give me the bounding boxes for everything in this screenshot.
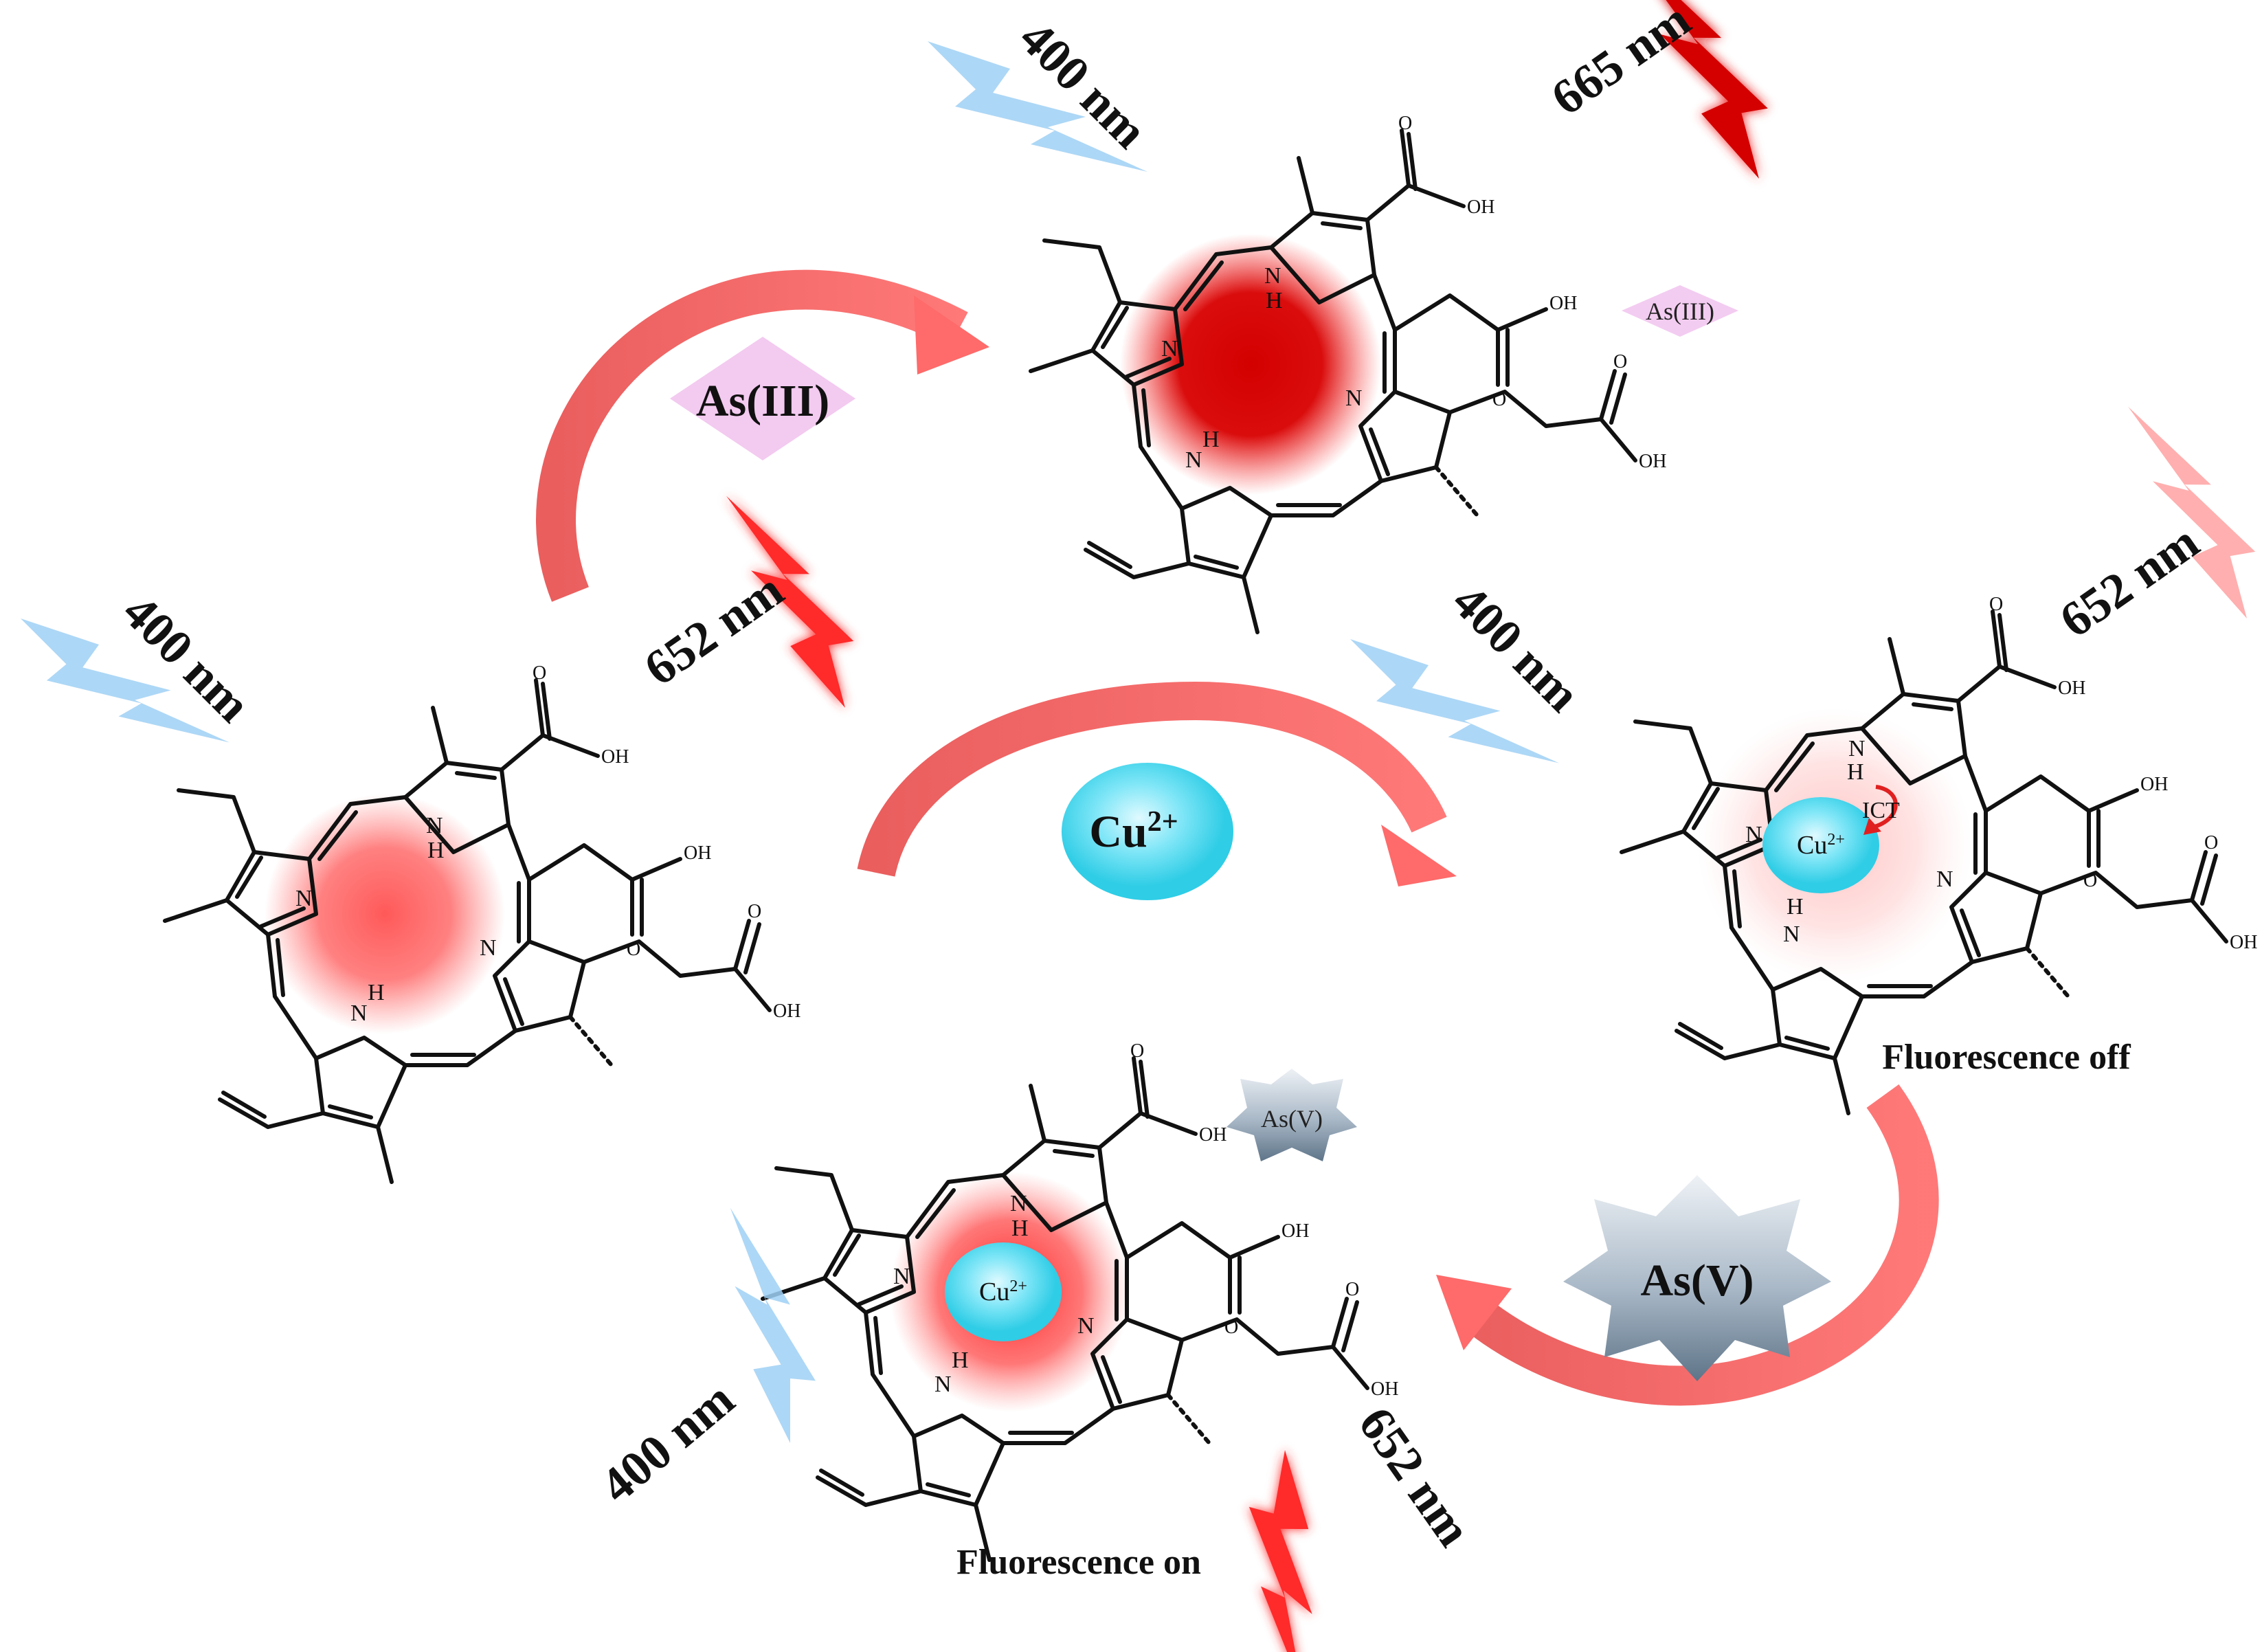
bolt-excitation-top: 400 nm	[928, 10, 1158, 172]
atom-oh: OH	[773, 1001, 800, 1022]
atom-oh: OH	[1371, 1378, 1398, 1400]
atom-oh: OH	[1639, 451, 1666, 472]
bolt-excitation-bottom: 400 nm	[590, 1207, 878, 1513]
atom-oh: OH	[1549, 293, 1577, 314]
bolt-excitation-right: 400 nm	[1350, 574, 1591, 763]
atom-n: N	[893, 1264, 910, 1289]
molecule-as3-complex: N N H N H N OH OH OH O O O	[1031, 113, 1666, 632]
cu-reagent: Cu2+	[1062, 763, 1233, 900]
cu-ion-label: Cu2+	[979, 1277, 1027, 1306]
as5-badge-small: As(V)	[1227, 1069, 1357, 1161]
atom-oh: OH	[684, 842, 711, 864]
as3-label: As(III)	[696, 376, 829, 426]
atom-oh: OH	[601, 746, 629, 768]
arrow-as3-binding	[536, 269, 989, 602]
atom-oh: OH	[1467, 197, 1494, 218]
cu-ion	[1762, 797, 1879, 893]
bolt-emission-bottom: 652 nm	[1183, 1397, 1482, 1652]
atom-o: O	[1398, 113, 1412, 134]
atom-o: O	[2083, 870, 2097, 891]
atom-n: N	[1848, 736, 1866, 761]
wavelength-label: 400 nm	[590, 1372, 745, 1514]
atom-h: H	[1787, 894, 1804, 919]
as5-badge: As(V)	[1563, 1175, 1831, 1381]
atom-o: O	[748, 901, 761, 922]
molecule-cu-complex-off: Cu2+ ICT N N H N H N OH OH OH O O O	[1622, 594, 2257, 1113]
atom-o: O	[2204, 832, 2218, 853]
wavelength-label: 400 nm	[1442, 574, 1591, 722]
caption-fluorescence-on: Fluorescence on	[956, 1543, 1201, 1582]
atom-o: O	[1130, 1040, 1144, 1062]
as3-badge-small: As(III)	[1622, 285, 1738, 337]
as3-badge: As(III)	[670, 337, 855, 460]
atom-o: O	[1613, 351, 1627, 372]
arrow-as5-release	[1436, 1084, 1939, 1406]
atom-n: N	[1185, 447, 1202, 473]
atom-o: O	[627, 939, 640, 960]
atom-h: H	[1266, 288, 1283, 313]
molecule-free-ligand: N N H N H N OH OH OH O O O	[165, 662, 800, 1182]
atom-n: N	[1264, 263, 1281, 289]
atom-h: H	[427, 838, 445, 863]
atom-o: O	[1492, 389, 1506, 410]
atom-n: N	[934, 1372, 952, 1397]
atom-n: N	[1345, 386, 1363, 411]
caption-fluorescence-off: Fluorescence off	[1882, 1038, 2131, 1077]
atom-oh: OH	[2140, 774, 2168, 795]
atom-h: H	[1847, 759, 1864, 785]
emission-glow-mid	[265, 794, 505, 1034]
wavelength-label: 652 nm	[1348, 1397, 1482, 1556]
atom-n: N	[1745, 822, 1762, 847]
as5-label: As(V)	[1641, 1255, 1754, 1306]
atom-oh: OH	[1281, 1220, 1309, 1242]
atom-n: N	[350, 1001, 368, 1026]
bolt-emission-top: 665 nm	[1541, 0, 1824, 179]
atom-n: N	[1010, 1191, 1027, 1216]
atom-n: N	[1936, 867, 1953, 892]
wavelength-label: 652 nm	[634, 562, 793, 696]
cu-label: Cu2+	[1089, 806, 1178, 857]
bolt-excitation-left: 400 nm	[21, 584, 261, 743]
arrow-cu-binding	[857, 681, 1457, 886]
as3-label-small: As(III)	[1646, 298, 1714, 325]
atom-n: N	[1077, 1313, 1095, 1339]
atom-o: O	[1224, 1317, 1238, 1338]
as5-label-small: As(V)	[1261, 1105, 1323, 1132]
atom-h: H	[368, 980, 385, 1005]
atom-o: O	[533, 662, 546, 684]
atom-oh: OH	[1199, 1124, 1227, 1146]
wavelength-label: 652 nm	[2050, 514, 2208, 648]
atom-h: H	[1202, 427, 1220, 452]
atom-n: N	[480, 935, 497, 961]
ict-label: ICT	[1862, 798, 1900, 823]
wavelength-label: 400 nm	[1009, 10, 1158, 159]
atom-n: N	[1783, 922, 1800, 947]
atom-oh: OH	[2230, 932, 2257, 953]
atom-h: H	[1011, 1216, 1029, 1241]
atom-n: N	[426, 813, 443, 838]
bolt-emission-left: 652 nm	[634, 495, 908, 708]
molecule-cu-complex-on: Cu2+ N N H N H N OH OH OH O O O	[763, 1040, 1398, 1560]
atom-n: N	[1161, 336, 1178, 361]
cu-ion	[945, 1242, 1062, 1341]
wavelength-label: 665 nm	[1541, 0, 1700, 126]
bolt-emission-right: 652 nm	[2050, 406, 2262, 648]
atom-n: N	[295, 886, 313, 911]
cu-ion-label: Cu2+	[1797, 831, 1845, 860]
atom-oh: OH	[2058, 678, 2085, 699]
atom-h: H	[952, 1348, 969, 1373]
atom-o: O	[1989, 594, 2003, 615]
atom-o: O	[1345, 1279, 1359, 1300]
